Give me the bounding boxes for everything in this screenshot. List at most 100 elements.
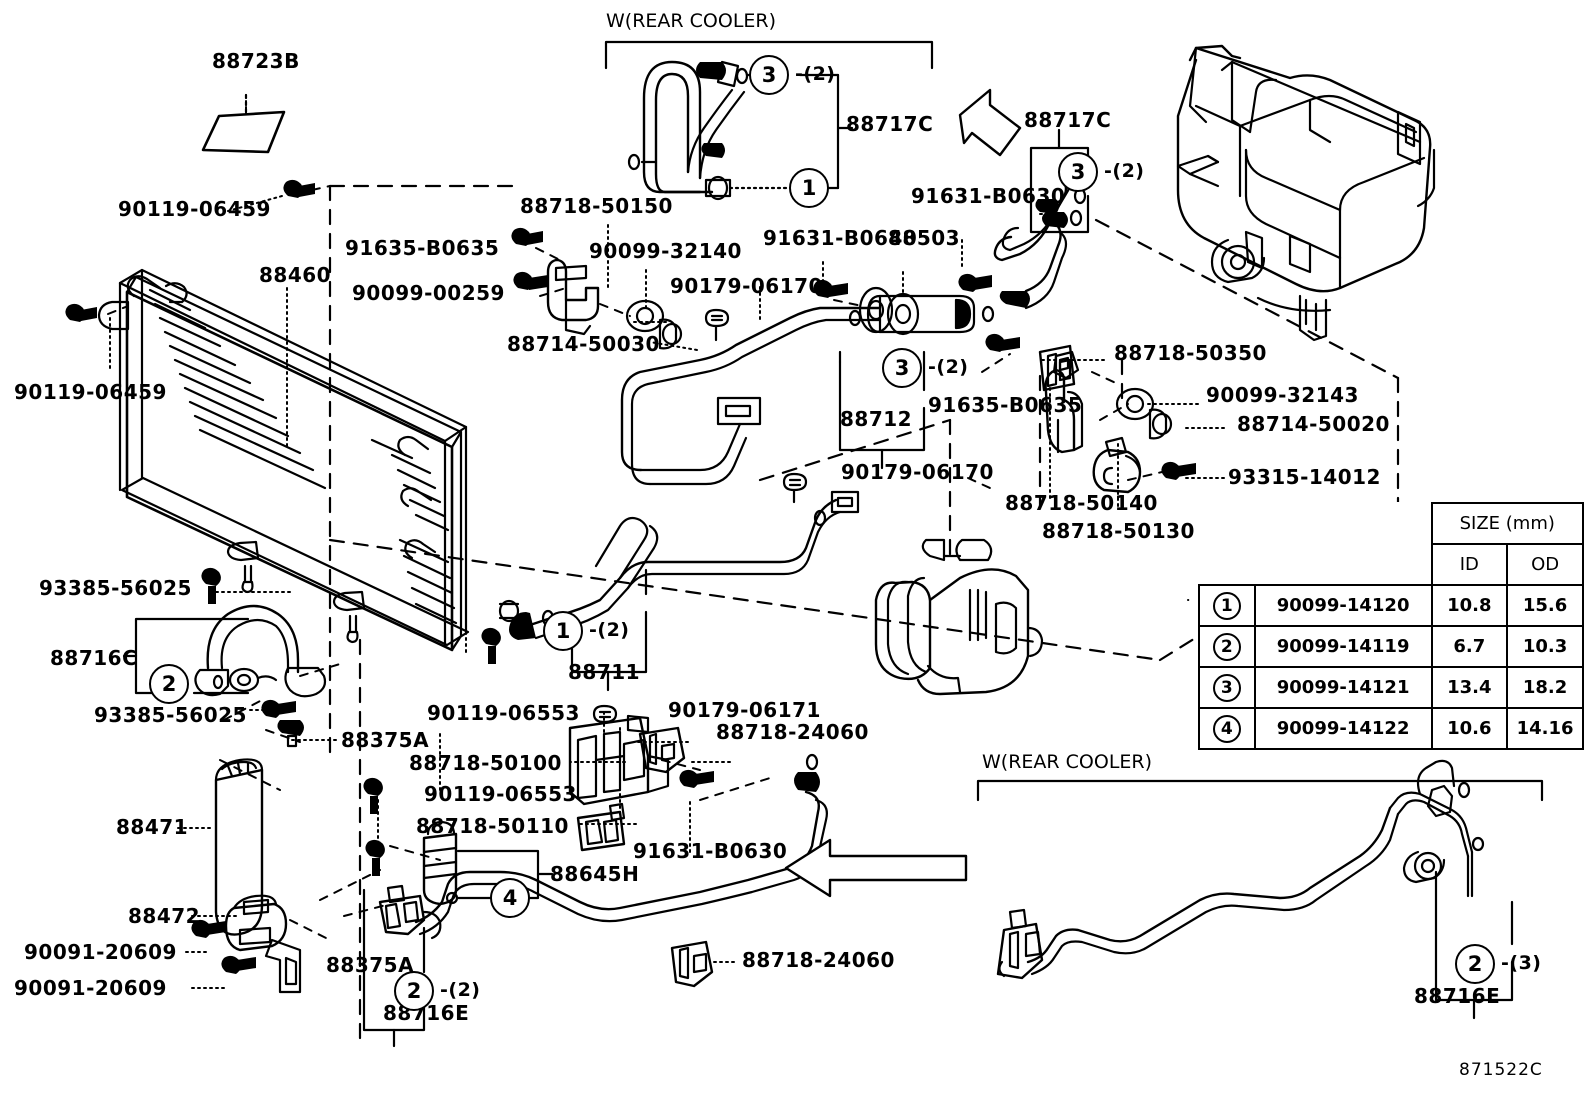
label-93385-56025-b: 93385-56025 bbox=[94, 703, 247, 727]
size-table-title: SIZE (mm) bbox=[1430, 502, 1585, 545]
label-88714-50030: 88714-50030 bbox=[507, 332, 660, 356]
size-table-id-1: 10.8 bbox=[1430, 584, 1509, 627]
assembly-dashed-lines bbox=[328, 184, 1400, 1042]
part-compressor bbox=[874, 538, 1044, 696]
callout-qty-1-mid: -(2) bbox=[589, 619, 630, 641]
label-88472: 88472 bbox=[128, 904, 201, 928]
label-88711: 88711 bbox=[568, 660, 641, 684]
callout-bracket-88712 bbox=[838, 350, 926, 470]
label-93385-56025-a: 93385-56025 bbox=[39, 576, 192, 600]
part-88716e-rear-cooler bbox=[976, 759, 1544, 980]
size-table-row-1: 1 90099-14120 10.8 15.6 bbox=[1198, 584, 1584, 627]
label-90091-20609-b: 90091-20609 bbox=[14, 976, 167, 1000]
part-88712-pipe bbox=[620, 209, 1083, 486]
label-88645h: 88645H bbox=[550, 862, 640, 886]
part-clamps-88718 bbox=[546, 258, 1142, 494]
size-table-title-row: SIZE (mm) bbox=[1199, 502, 1585, 545]
pipe-grommets bbox=[498, 599, 520, 623]
label-88717c-right: 88717C bbox=[1024, 108, 1112, 132]
callout-circle-1-top: 1 bbox=[789, 168, 829, 208]
label-88723b: 88723B bbox=[212, 49, 300, 73]
label-90099-32140: 90099-32140 bbox=[589, 239, 742, 263]
size-table-od-4: 14.16 bbox=[1506, 707, 1584, 750]
label-91631-b0630-bottom: 91631-B0630 bbox=[633, 839, 788, 863]
part-88718-50110-clip bbox=[576, 802, 626, 852]
part-88718-24060-clip-top bbox=[638, 726, 686, 774]
part-evaporator-unit bbox=[1176, 44, 1436, 342]
part-88472-sensor bbox=[224, 894, 302, 994]
callout-qty-2-right: -(3) bbox=[1501, 952, 1542, 974]
size-table-row-2: 2 90099-14119 6.7 10.3 bbox=[1198, 625, 1584, 668]
callout-qty-3-right: -(2) bbox=[1104, 160, 1145, 182]
callout-bracket-88716e-right bbox=[1434, 870, 1514, 1020]
size-table-id-2: 6.7 bbox=[1430, 625, 1509, 668]
callout-circle-1-mid: 1 bbox=[543, 611, 583, 651]
direction-arrow-top bbox=[958, 88, 1022, 157]
diagram-id-code: 871522C bbox=[1459, 1060, 1543, 1080]
label-91631-b0630-top: 91631-B0630 bbox=[911, 184, 1066, 208]
label-90099-32143: 90099-32143 bbox=[1206, 383, 1359, 407]
label-91631-b0640: 91631-B0640 bbox=[763, 226, 918, 250]
label-88712: 88712 bbox=[840, 407, 913, 431]
callout-bracket-88716e-left bbox=[362, 888, 426, 1048]
size-table-row-4: 4 90099-14122 10.6 14.16 bbox=[1198, 707, 1584, 750]
callout-circle-2-left: 2 bbox=[149, 664, 189, 704]
size-table-header-row: ID OD bbox=[1199, 543, 1584, 586]
label-88718-50140: 88718-50140 bbox=[1005, 491, 1158, 515]
size-table-part-1: 90099-14120 bbox=[1253, 584, 1433, 627]
callout-bracket-88716c bbox=[122, 617, 250, 695]
size-table: SIZE (mm) ID OD 1 90099-14120 10.8 15.6 … bbox=[1198, 502, 1585, 750]
size-table-col-od: OD bbox=[1506, 543, 1584, 586]
label-88716c: 88716C bbox=[50, 646, 138, 670]
part-88460-condenser bbox=[97, 268, 470, 652]
part-88718-24060-clip-bottom bbox=[670, 940, 714, 988]
label-90119-06459-top: 90119-06459 bbox=[118, 197, 271, 221]
label-93315-14012: 93315-14012 bbox=[1228, 465, 1381, 489]
part-88723b-plate bbox=[201, 93, 286, 154]
label-88503: 88503 bbox=[888, 226, 961, 250]
part-88717c-hose-left bbox=[604, 40, 934, 201]
callout-circle-3-top: 3 bbox=[749, 55, 789, 95]
callout-bracket-88711 bbox=[570, 568, 648, 692]
label-88375a-upper: 88375A bbox=[341, 728, 430, 752]
fastener-group-left bbox=[65, 179, 315, 322]
size-table-id-4: 10.6 bbox=[1430, 707, 1509, 750]
label-90179-06171: 90179-06171 bbox=[668, 698, 821, 722]
label-88718-24060-top: 88718-24060 bbox=[716, 720, 869, 744]
label-90119-06459-left: 90119-06459 bbox=[14, 380, 167, 404]
size-table-col-id: ID bbox=[1430, 543, 1509, 586]
label-88718-50110: 88718-50110 bbox=[416, 814, 569, 838]
label-88718-24060-bottom: 88718-24060 bbox=[742, 948, 895, 972]
callout-qty-2-bottom: -(2) bbox=[440, 979, 481, 1001]
part-88375a-clamp-lower bbox=[378, 884, 442, 940]
label-91635-b0635-b: 91635-B0635 bbox=[928, 393, 1083, 417]
label-90119-06553-b: 90119-06553 bbox=[424, 782, 577, 806]
label-88460: 88460 bbox=[259, 263, 332, 287]
size-table-od-1: 15.6 bbox=[1506, 584, 1584, 627]
label-88375a-lower: 88375A bbox=[326, 953, 415, 977]
leader-dashed-short bbox=[107, 185, 1163, 941]
label-88471: 88471 bbox=[116, 815, 189, 839]
callout-circle-2-right: 2 bbox=[1455, 944, 1495, 984]
section-header-rear-cooler-top: W(REAR COOLER) bbox=[606, 10, 777, 32]
direction-arrow-bottom bbox=[784, 838, 968, 898]
size-table-part-4: 90099-14122 bbox=[1253, 707, 1433, 750]
callout-circle-4-bottom: 4 bbox=[490, 878, 530, 918]
size-table-callout-3: 3 bbox=[1198, 666, 1256, 709]
size-table-id-3: 13.4 bbox=[1430, 666, 1509, 709]
label-88718-50150: 88718-50150 bbox=[520, 194, 673, 218]
label-90179-06170-a: 90179-06170 bbox=[670, 274, 823, 298]
label-88714-50020: 88714-50020 bbox=[1237, 412, 1390, 436]
size-table-part-2: 90099-14119 bbox=[1253, 625, 1433, 668]
label-88718-50130: 88718-50130 bbox=[1042, 519, 1195, 543]
size-table-callout-2: 2 bbox=[1198, 625, 1256, 668]
label-88718-50100: 88718-50100 bbox=[409, 751, 562, 775]
callout-circle-3-mid: 3 bbox=[882, 348, 922, 388]
label-88717c-left: 88717C bbox=[846, 112, 934, 136]
section-header-rear-cooler-bottom: W(REAR COOLER) bbox=[982, 751, 1153, 773]
label-88718-50350: 88718-50350 bbox=[1114, 341, 1267, 365]
size-table-od-3: 18.2 bbox=[1506, 666, 1584, 709]
label-88716e-right: 88716E bbox=[1414, 984, 1501, 1008]
